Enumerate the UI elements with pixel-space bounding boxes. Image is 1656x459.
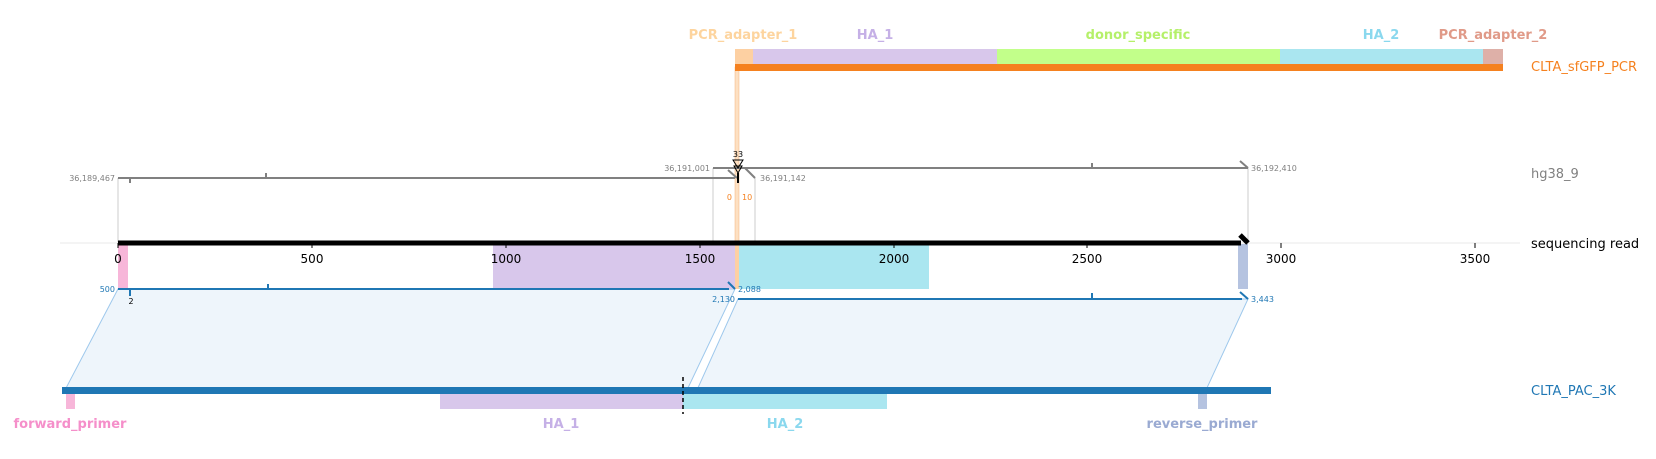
donor-feature-ha-1 xyxy=(753,49,997,66)
genome-coord-right-start: 36,191,142 xyxy=(760,174,806,183)
plasmid-feature-label-ha-2: HA_2 xyxy=(767,417,804,432)
genome-coord-right-end: 36,192,410 xyxy=(1251,164,1297,173)
donor-track: PCR_adapter_1 HA_1 donor_specific HA_2 P… xyxy=(689,28,1637,75)
plasmid-coord-left-start: 500 xyxy=(100,285,115,294)
genome-coord-left-end: 36,191,001 xyxy=(664,164,710,173)
read-track-label: sequencing read xyxy=(1531,237,1639,252)
read-tick-3000: 3000 xyxy=(1266,243,1297,266)
read-tick-label: 1500 xyxy=(685,252,716,266)
read-arrow xyxy=(1238,233,1250,245)
genome-mark xyxy=(129,177,131,183)
plasmid-feature-label-ha-1: HA_1 xyxy=(543,417,580,432)
plasmid-feature-reverse-primer xyxy=(1198,394,1207,409)
genome-junction-arrow xyxy=(744,167,756,179)
plasmid-feature-label-reverse-primer: reverse_primer xyxy=(1147,417,1259,432)
read-tick-1000: 1000 xyxy=(491,243,522,266)
plasmid-alignment-shade-left xyxy=(64,288,736,391)
plasmid-alignment-right-arrow xyxy=(1239,291,1249,300)
genome-track-label: hg38_9 xyxy=(1531,167,1579,182)
read-tick-label: 3500 xyxy=(1460,252,1491,266)
plasmid-alignment-mark xyxy=(1091,293,1093,299)
read-tick-500: 500 xyxy=(301,243,324,266)
plasmid-small-annotation: 2 xyxy=(128,297,133,306)
insertion-count-label: 33 xyxy=(733,150,743,159)
plasmid-feature-ha-2 xyxy=(683,394,887,409)
genome-mark xyxy=(1091,163,1093,169)
read-feature-ha-1 xyxy=(493,244,735,289)
read-tick-label: 500 xyxy=(301,252,324,266)
donor-feature-ha-2 xyxy=(1280,49,1483,66)
plasmid-feature-label-forward-primer: forward_primer xyxy=(14,417,128,432)
plasmid-alignment: 2 500 2,088 2,130 3,443 xyxy=(100,281,1274,306)
read-tick-2000: 2000 xyxy=(879,243,910,266)
donor-feature-label-ha-1: HA_1 xyxy=(857,28,894,43)
read-axis: 0 500 1000 1500 2000 2500 3000 3500 xyxy=(60,233,1639,266)
donor-feature-donor-specific xyxy=(997,49,1280,66)
plasmid-coord-right-start: 2,130 xyxy=(712,295,735,304)
donor-feature-label-ha-2: HA_2 xyxy=(1363,28,1400,43)
read-feature-forward-primer xyxy=(118,244,128,289)
plasmid-track: forward_primer HA_1 HA_2 reverse_primer … xyxy=(14,377,1616,432)
donor-track-label: CLTA_sfGFP_PCR xyxy=(1531,60,1637,75)
read-tick-label: 3000 xyxy=(1266,252,1297,266)
donor-feature-label-pcr-adapter-2: PCR_adapter_2 xyxy=(1439,28,1548,43)
read-tick-label: 1000 xyxy=(491,252,522,266)
plasmid-alignment-left-arrow xyxy=(727,281,736,290)
read-tick-label: 0 xyxy=(114,252,122,266)
insertion-marker xyxy=(732,159,744,169)
read-tick-label: 2000 xyxy=(879,252,910,266)
plasmid-backbone xyxy=(62,387,1271,394)
plasmid-feature-ha-1 xyxy=(440,394,683,409)
plasmid-feature-forward-primer xyxy=(66,394,75,409)
genome-segment-left-arrow xyxy=(727,169,738,179)
insertion-marker xyxy=(733,165,743,175)
plasmid-track-label: CLTA_PAC_3K xyxy=(1531,384,1616,399)
read-tick-0: 0 xyxy=(114,243,122,266)
plasmid-alignment-mark xyxy=(129,289,131,296)
donor-feature-label-donor-specific: donor_specific xyxy=(1086,28,1191,43)
read-feature-donor-adapter xyxy=(735,244,739,289)
plasmid-alignment-mark xyxy=(267,284,269,289)
genome-coord-left-start: 36,189,467 xyxy=(69,174,115,183)
read-tick-1500: 1500 xyxy=(685,243,716,266)
read-tick-3500: 3500 xyxy=(1460,243,1491,266)
read-feature-ha-2 xyxy=(739,244,929,289)
connector-layer xyxy=(64,66,1249,391)
plasmid-coord-right-end: 3,443 xyxy=(1251,295,1274,304)
plasmid-alignment-shade-right xyxy=(696,298,1249,391)
genome-mark xyxy=(265,173,267,179)
genome-track: 36,189,467 36,191,001 36,191,142 36,192,… xyxy=(69,150,1579,202)
donor-backbone xyxy=(735,64,1503,71)
insertion-tick xyxy=(737,173,739,183)
plasmid-coord-left-end: 2,088 xyxy=(738,285,761,294)
donor-coord-right: 10 xyxy=(742,193,752,202)
donor-feature-pcr-adapter-1 xyxy=(735,49,753,66)
donor-feature-pcr-adapter-2 xyxy=(1483,49,1503,66)
donor-feature-label-pcr-adapter-1: PCR_adapter_1 xyxy=(689,28,798,43)
read-features xyxy=(118,244,1248,289)
genome-segment-right-arrow xyxy=(1239,160,1249,169)
donor-coord-left: 0 xyxy=(727,193,732,202)
read-feature-reverse-primer xyxy=(1238,244,1248,289)
read-tick-label: 2500 xyxy=(1072,252,1103,266)
read-tick-2500: 2500 xyxy=(1072,243,1103,266)
